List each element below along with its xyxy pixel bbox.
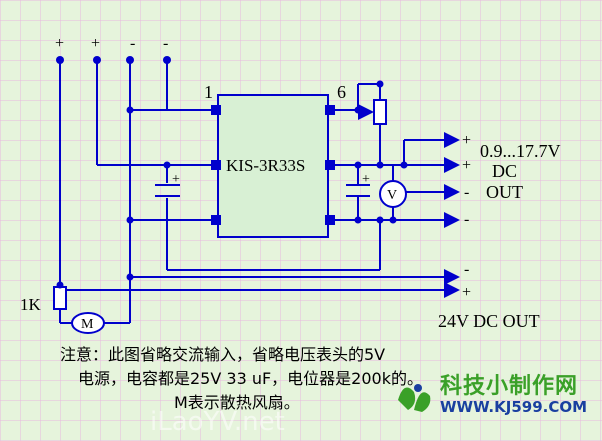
motor-label: M	[81, 317, 94, 332]
output-dc: DC	[492, 161, 517, 181]
voltmeter	[379, 180, 407, 208]
resistor-1k	[53, 286, 67, 310]
chip-label: KIS-3R33S	[226, 156, 305, 175]
out-sign-5: -	[464, 261, 469, 278]
resistor-label: 1K	[20, 295, 42, 314]
terminal-top-3: -	[130, 35, 135, 52]
out-sign-4: -	[464, 211, 469, 228]
out-sign-2: +	[462, 157, 471, 174]
output-range: 0.9...17.7V	[480, 141, 561, 161]
pin-1-label: 1	[204, 82, 213, 102]
note-line-3: M表示散热风扇。	[174, 393, 300, 412]
note-text: 注意：此图省略交流输入，省略电压表头的5V 电源，电容都是25V 33 uF，电…	[60, 343, 530, 415]
potentiometer	[373, 99, 387, 125]
watermark-logo	[398, 384, 431, 412]
terminal-top-2: +	[91, 35, 100, 52]
terminal-top-4: -	[163, 35, 168, 52]
out-sign-6: +	[462, 284, 471, 301]
fan-motor	[71, 312, 105, 334]
out-sign-3: -	[464, 184, 469, 201]
out-sign-1: +	[462, 132, 471, 149]
note-line-1: 注意：此图省略交流输入，省略电压表头的5V	[60, 345, 386, 364]
voltmeter-label: V	[387, 188, 397, 203]
output-24v: 24V DC OUT	[438, 311, 540, 331]
cap-right-plus: +	[362, 172, 370, 187]
terminal-top-1: +	[55, 35, 64, 52]
junction-dots	[56, 56, 408, 289]
pin-6-label: 6	[337, 82, 346, 102]
faint-watermark: iLaoYV.net	[150, 407, 285, 437]
watermark-site-url: WWW.KJ599.COM	[440, 398, 588, 416]
output-out: OUT	[486, 182, 523, 202]
cap-left-plus: +	[172, 172, 180, 187]
regulator-chip	[217, 94, 329, 238]
note-line-2: 电源，电容都是25V 33 uF，电位器是200k的。	[78, 369, 423, 388]
watermark-site-cn: 科技小制作网	[440, 374, 579, 399]
